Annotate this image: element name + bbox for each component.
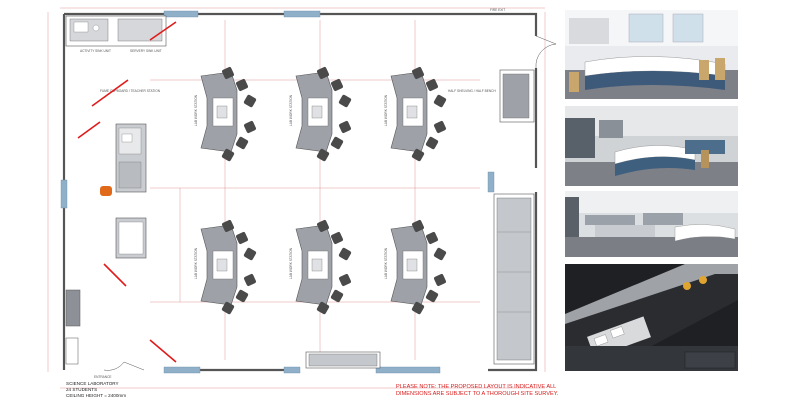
small-unit: [65, 337, 79, 365]
workstation-label: LAB WORK STATION: [289, 94, 293, 126]
student-chair: [317, 220, 329, 232]
caption-line-2: 24 STUDENTS: [66, 387, 97, 392]
student-chair: [433, 247, 447, 261]
workstation-sink: [216, 105, 228, 119]
student-chair: [244, 121, 256, 133]
workstation-3: LAB WORK STATION: [384, 67, 447, 162]
student-chair: [412, 220, 424, 232]
student-chair: [330, 289, 344, 303]
entrance-door: [103, 361, 145, 371]
student-chair: [339, 274, 351, 286]
workstation-label: LAB WORK STATION: [194, 247, 198, 279]
student-chair: [222, 67, 234, 79]
workstation-label: LAB WORK STATION: [384, 247, 388, 279]
caption-line-1: SCIENCE LABORATORY: [66, 381, 119, 386]
disclaimer-line-2: DIMENSIONS ARE SUBJECT TO A THOROUGH SIT…: [396, 391, 559, 397]
student-chair: [316, 301, 330, 315]
lab-photo-3: [565, 191, 738, 257]
student-chair: [331, 79, 343, 91]
workstation-sink: [406, 105, 418, 119]
teacher-station: [100, 123, 147, 259]
lab-photo-2: [565, 106, 738, 186]
student-chair: [433, 94, 447, 108]
tall-unit: [65, 289, 81, 327]
student-chair: [426, 79, 438, 91]
student-chair: [236, 232, 248, 244]
student-chair: [244, 274, 256, 286]
right-bench-bottom: [493, 193, 535, 365]
student-chair: [317, 67, 329, 79]
workstation-sink: [311, 105, 323, 119]
lab-photo-1: [565, 10, 738, 99]
workstation-sink: [216, 258, 228, 272]
student-chair: [425, 136, 439, 150]
bottom-bench: [305, 351, 381, 369]
student-chair: [221, 148, 235, 162]
entrance-label: ENTRANCE: [94, 375, 112, 379]
student-chair: [339, 121, 351, 133]
red-rails: [77, 21, 177, 363]
disclaimer-line-1: PLEASE NOTE: THE PROPOSED LAYOUT IS INDI…: [396, 384, 556, 390]
workstation-label: LAB WORK STATION: [384, 94, 388, 126]
student-chair: [235, 136, 249, 150]
workstations: LAB WORK STATION LAB WORK STATION LAB WORK…: [194, 67, 447, 315]
student-chair: [426, 232, 438, 244]
dimension-lines: [47, 7, 546, 389]
student-chair: [434, 121, 446, 133]
windows: [60, 10, 495, 374]
workstation-2: LAB WORK STATION: [289, 67, 352, 162]
workstation-label: LAB WORK STATION: [194, 94, 198, 126]
student-chair: [222, 220, 234, 232]
student-chair: [236, 79, 248, 91]
fire-exit-door: [535, 35, 557, 69]
student-chair: [221, 301, 235, 315]
student-chair: [338, 247, 352, 261]
student-chair: [425, 289, 439, 303]
workstation-sink: [311, 258, 323, 272]
sink-label-right: SERVERY SINK UNIT: [130, 49, 162, 53]
student-chair: [243, 247, 257, 261]
teacher-stool: [100, 186, 112, 196]
workstation-sink: [406, 258, 418, 272]
sink-unit: [65, 15, 167, 47]
student-chair: [338, 94, 352, 108]
bench-label: HALF SHELVING / HALF BENCH: [448, 89, 496, 93]
workstation-6: LAB WORK STATION: [384, 220, 447, 315]
student-chair: [412, 67, 424, 79]
workstation-5: LAB WORK STATION: [289, 220, 352, 315]
fire-exit-label: FIRE EXIT: [490, 8, 505, 12]
workstation-label: LAB WORK STATION: [289, 247, 293, 279]
student-chair: [411, 301, 425, 315]
student-chair: [331, 232, 343, 244]
student-chair: [243, 94, 257, 108]
student-chair: [411, 148, 425, 162]
workstation-1: LAB WORK STATION: [194, 67, 257, 162]
student-chair: [235, 289, 249, 303]
student-chair: [330, 136, 344, 150]
teacher-label: FUME CUPBOARD / TEACHER STATION: [100, 89, 161, 93]
lab-photo-4: [565, 264, 738, 371]
sink-label-left: ACTIVITY SINK UNIT: [80, 49, 111, 53]
workstation-4: LAB WORK STATION: [194, 220, 257, 315]
caption-line-3: CEILING HEIGHT = 2400mm: [66, 393, 126, 398]
student-chair: [434, 274, 446, 286]
right-bench-top: [499, 69, 535, 123]
student-chair: [316, 148, 330, 162]
